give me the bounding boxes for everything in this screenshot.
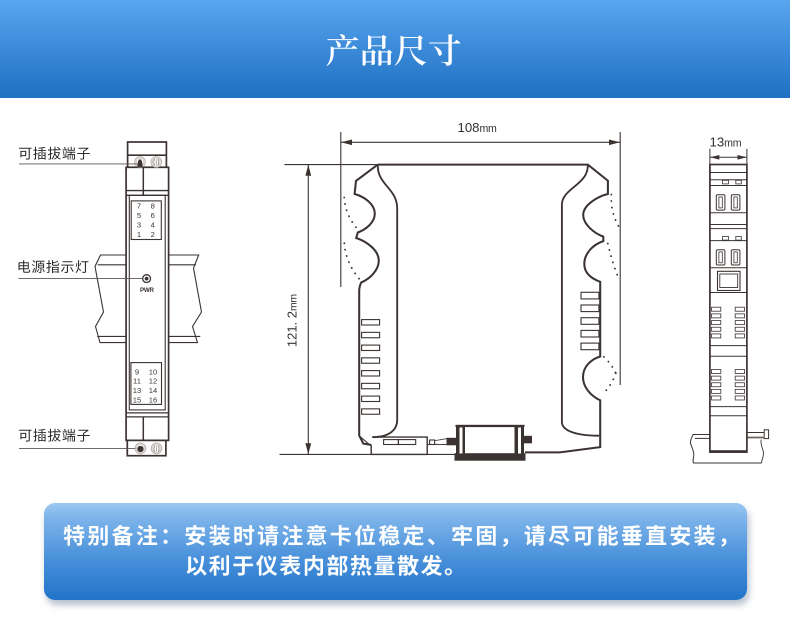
svg-text:8: 8 [151, 202, 155, 211]
svg-text:14: 14 [149, 386, 157, 395]
svg-text:5: 5 [137, 211, 141, 220]
svg-text:1: 1 [137, 230, 141, 239]
svg-text:16: 16 [149, 395, 157, 404]
svg-text:PWR: PWR [140, 287, 155, 294]
svg-text:10: 10 [149, 367, 157, 376]
svg-text:13mm: 13mm [710, 135, 742, 150]
svg-text:9: 9 [135, 367, 139, 376]
svg-text:3: 3 [137, 221, 141, 230]
svg-text:108mm: 108mm [458, 120, 498, 135]
svg-text:13: 13 [133, 386, 141, 395]
svg-text:4: 4 [151, 221, 155, 230]
svg-text:11: 11 [133, 377, 141, 386]
svg-text:12: 12 [149, 377, 157, 386]
svg-text:7: 7 [137, 202, 141, 211]
svg-text:121. 2mm: 121. 2mm [285, 294, 300, 347]
svg-text:15: 15 [133, 395, 141, 404]
svg-text:6: 6 [151, 211, 155, 220]
svg-text:2: 2 [151, 230, 155, 239]
